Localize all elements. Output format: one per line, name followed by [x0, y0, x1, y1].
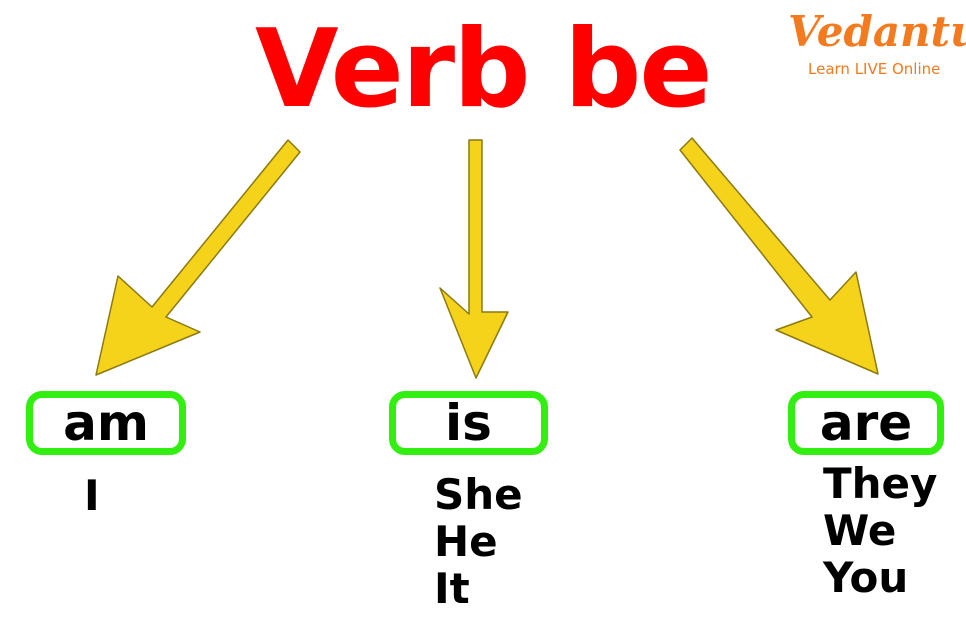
- verb-am: am: [63, 394, 149, 452]
- subjects-am: I: [84, 472, 100, 519]
- verb-is: is: [445, 394, 492, 452]
- subject-item: He: [434, 517, 498, 566]
- arrow-to-are: [679, 137, 879, 375]
- verb-are: are: [819, 394, 913, 452]
- diagram-title: Verb be: [255, 7, 713, 132]
- arrow-to-is: [439, 139, 509, 379]
- subjects-is: She He It: [434, 471, 523, 612]
- verb-box-is: is: [389, 391, 548, 455]
- subject-item: She: [434, 470, 523, 519]
- brand-name: Vedantu: [788, 7, 966, 56]
- arrow-to-am: [95, 139, 301, 376]
- subjects-are: They We You: [823, 460, 937, 601]
- subject-item: It: [434, 564, 470, 613]
- verb-box-are: are: [788, 391, 944, 455]
- subject-item: We: [823, 506, 897, 555]
- subject-item: They: [823, 459, 938, 508]
- brand-logo: Vedantu Learn LIVE Online: [788, 8, 966, 83]
- subject-item: You: [823, 553, 909, 602]
- brand-tagline: Learn LIVE Online: [808, 60, 941, 78]
- subject-item: I: [84, 471, 100, 520]
- verb-box-am: am: [26, 391, 186, 455]
